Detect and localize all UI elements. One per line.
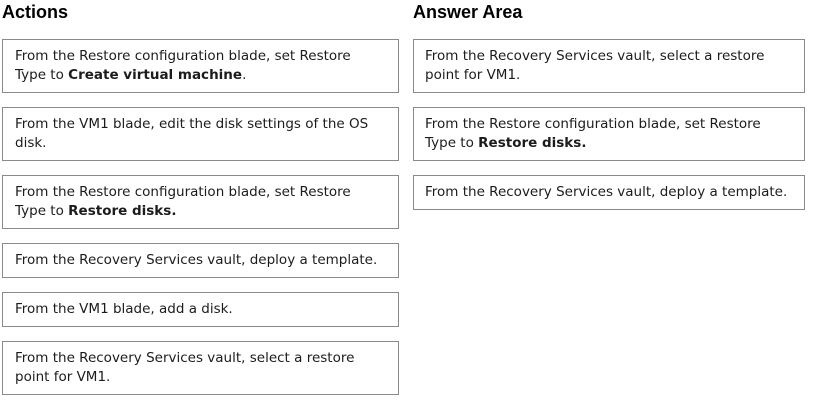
answer-area-column: Answer Area From the Recovery Services v… xyxy=(413,2,805,224)
answer-item[interactable]: From the Recovery Services vault, select… xyxy=(413,39,805,93)
answer-area-heading: Answer Area xyxy=(413,2,523,22)
action-item-text: From the VM1 blade, add a disk. xyxy=(15,301,233,317)
action-item-text: From the Restore configuration blade, se… xyxy=(15,48,351,83)
answer-item-text: From the Recovery Services vault, select… xyxy=(425,48,765,83)
action-item-text: From the Restore configuration blade, se… xyxy=(15,184,351,219)
actions-heading: Actions xyxy=(2,2,69,22)
answer-item[interactable]: From the Recovery Services vault, deploy… xyxy=(413,175,805,210)
action-item-text: From the VM1 blade, edit the disk settin… xyxy=(15,116,369,151)
action-item[interactable]: From the VM1 blade, edit the disk settin… xyxy=(2,107,399,161)
action-item[interactable]: From the VM1 blade, add a disk. xyxy=(2,292,399,327)
answer-item[interactable]: From the Restore configuration blade, se… xyxy=(413,107,805,161)
action-item-text: From the Recovery Services vault, select… xyxy=(15,350,355,385)
action-item-text: From the Recovery Services vault, deploy… xyxy=(15,252,378,268)
action-item[interactable]: From the Recovery Services vault, deploy… xyxy=(2,243,399,278)
actions-list: From the Restore configuration blade, se… xyxy=(2,39,399,395)
action-item[interactable]: From the Restore configuration blade, se… xyxy=(2,175,399,229)
action-item[interactable]: From the Restore configuration blade, se… xyxy=(2,39,399,93)
actions-column: Actions From the Restore configuration b… xyxy=(2,2,399,409)
action-item[interactable]: From the Recovery Services vault, select… xyxy=(2,341,399,395)
answer-item-text: From the Restore configuration blade, se… xyxy=(425,116,761,151)
answer-item-text: From the Recovery Services vault, deploy… xyxy=(425,184,788,200)
answer-area-list: From the Recovery Services vault, select… xyxy=(413,39,805,210)
